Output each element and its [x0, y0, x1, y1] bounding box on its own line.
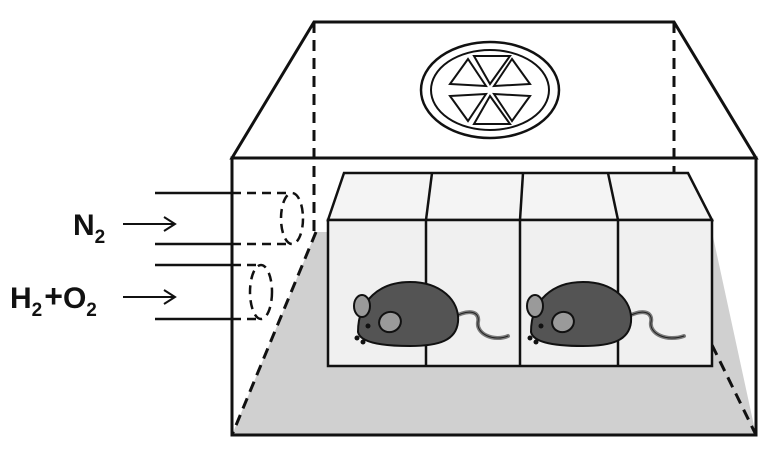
gas-label-hydrogen-oxygen: H2+O2: [10, 278, 97, 321]
mouse-ear-back: [526, 294, 544, 318]
label-o-sub: 2: [86, 300, 97, 321]
chamber-front: [230, 156, 758, 437]
label-n-sub: 2: [95, 227, 106, 248]
label-h: H: [10, 282, 32, 315]
mouse-eye: [538, 323, 544, 329]
mouse-icon: [526, 280, 686, 348]
label-o: O: [63, 282, 86, 315]
mouse-mouth: [360, 339, 366, 345]
mouse-ear-front: [551, 310, 575, 334]
mouse-ear-back: [353, 294, 371, 318]
mouse-mouth: [533, 339, 539, 345]
arrow-right-icon: [123, 216, 177, 232]
label-h-sub: 2: [32, 300, 43, 321]
floor-left-edge: [230, 231, 318, 436]
mouse-nose: [354, 335, 360, 341]
arrow-right-icon: [123, 289, 177, 305]
gas-inlet-tube-icon: [155, 263, 274, 321]
fan-icon: [419, 40, 561, 140]
label-plus: +: [44, 278, 63, 314]
mouse-icon: [353, 280, 510, 348]
gas-label-nitrogen: N2: [73, 209, 105, 248]
label-n: N: [73, 209, 95, 242]
gas-inlet-tube-icon: [155, 191, 305, 246]
mouse-tail-outline: [624, 311, 685, 339]
mouse-eye: [365, 323, 371, 329]
mouse-tail-outline: [451, 311, 509, 339]
mouse-nose: [527, 335, 533, 341]
mouse-ear-front: [378, 310, 402, 334]
